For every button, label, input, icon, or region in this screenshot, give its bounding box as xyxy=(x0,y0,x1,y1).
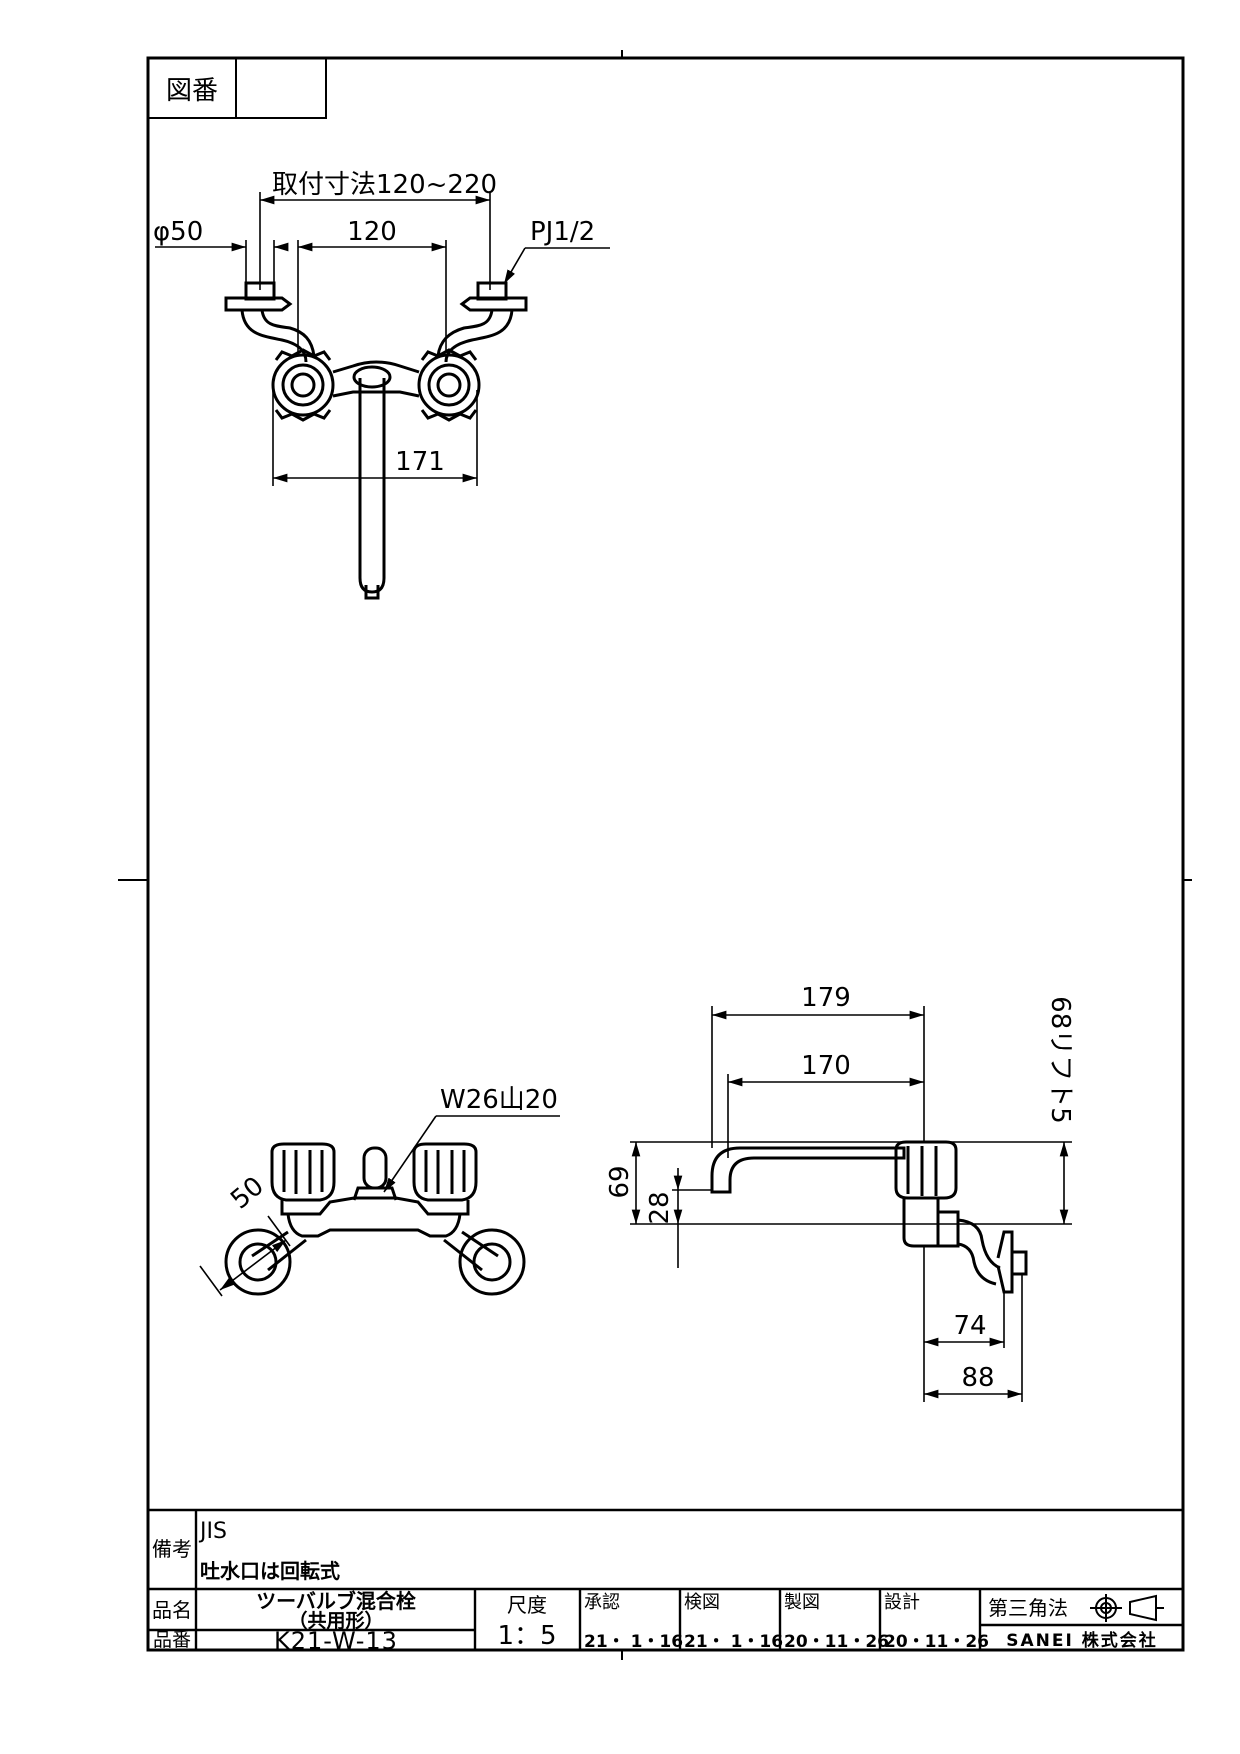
approve-label: 承認 xyxy=(584,1592,620,1613)
remark-spout: 吐水口は回転式 xyxy=(200,1559,340,1583)
projection-label: 第三角法 xyxy=(988,1596,1068,1620)
hinmei-line2: （共用形） xyxy=(288,1609,383,1632)
design-date: 20・11・26 xyxy=(884,1632,989,1652)
front-thread-spec: W26山20 xyxy=(440,1085,558,1115)
drawing-frame xyxy=(118,50,1192,1660)
zuban-label: 図番 xyxy=(166,76,218,106)
scale-label: 尺度 xyxy=(507,1593,547,1617)
top-view-outline xyxy=(224,281,528,600)
check-date: 21・ 1・16 xyxy=(684,1632,783,1652)
side-dim-88: 88 xyxy=(961,1363,994,1393)
center-dimension: 120 xyxy=(347,217,397,247)
remarks-label: 備考 xyxy=(152,1537,192,1561)
third-angle-projection-icon xyxy=(1090,1594,1164,1622)
scale-value: 1：5 xyxy=(497,1621,556,1651)
top-view-dimlines xyxy=(155,192,610,486)
side-dim-lift: 68リフト5 xyxy=(1045,996,1075,1124)
approve-date: 21・ 1・16 xyxy=(584,1632,683,1652)
front-view-outline xyxy=(224,1142,526,1296)
side-dim-69: 69 xyxy=(605,1165,635,1198)
side-dim-179: 179 xyxy=(801,983,851,1013)
side-dim-28: 28 xyxy=(645,1191,675,1224)
front-depth-dimension: 50 xyxy=(225,1171,270,1215)
thread-spec: PJ1/2 xyxy=(530,217,595,247)
front-view-dimlines xyxy=(199,1115,560,1297)
title-block-lines xyxy=(148,1508,1183,1650)
side-dim-170: 170 xyxy=(801,1051,851,1081)
hinban-value: K21-W-13 xyxy=(274,1627,398,1655)
hinmei-label: 品名 xyxy=(152,1598,192,1622)
company-name: SANEI 株式会社 xyxy=(1006,1630,1157,1651)
design-label: 設計 xyxy=(884,1592,920,1613)
draw-label: 製図 xyxy=(784,1592,820,1613)
side-view-outline xyxy=(710,1140,1028,1294)
width-dimension: 171 xyxy=(395,447,445,477)
phi-dimension: φ50 xyxy=(153,217,203,247)
mount-dimension: 取付寸法120~220 xyxy=(272,170,497,200)
check-label: 検図 xyxy=(684,1592,720,1613)
draw-date: 20・11・26 xyxy=(784,1632,889,1652)
hinban-label: 品番 xyxy=(153,1629,191,1651)
remark-jis: JIS xyxy=(198,1519,227,1544)
side-dim-74: 74 xyxy=(953,1311,986,1341)
hinmei-line1: ツーバルブ混合栓 xyxy=(256,1589,416,1613)
side-view-dimlines xyxy=(630,1006,1072,1402)
zuban-box: 図番 xyxy=(147,57,327,119)
